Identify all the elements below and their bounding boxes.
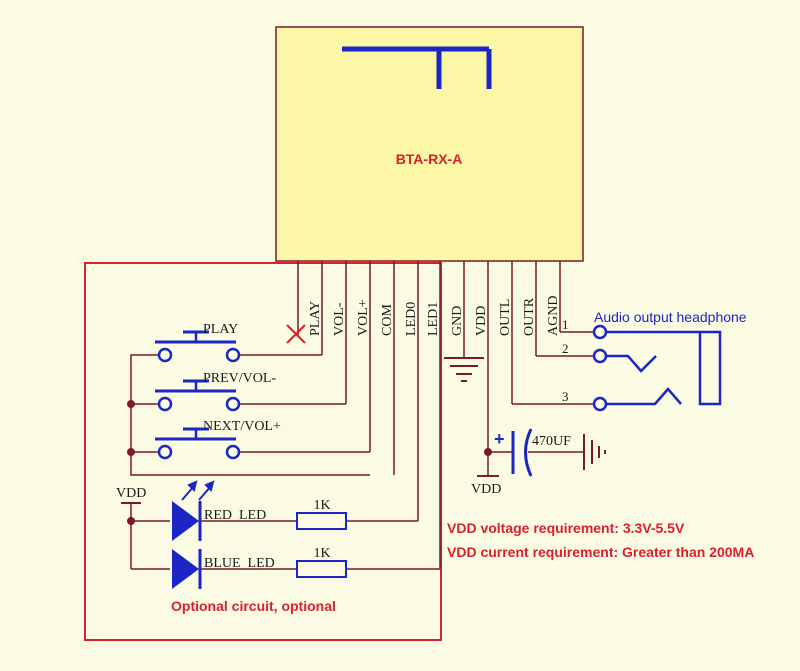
- pin-label-outr: OUTR: [522, 297, 537, 336]
- pin-label-play: PLAY: [308, 301, 323, 336]
- headphone-pin-2: 2: [562, 341, 569, 356]
- antenna-trace: [342, 46, 492, 89]
- led-label-blue: BLUE LED: [204, 556, 275, 571]
- ground-symbol: [444, 357, 484, 382]
- module-block: [275, 26, 584, 262]
- pin-label-led1: LED1: [426, 302, 441, 336]
- vdd-label-led: VDD: [116, 486, 146, 501]
- optional-circuit-note: Optional circuit, optional: [171, 598, 336, 614]
- junction-dot: [484, 448, 492, 456]
- pin-label-vol-minus: VOL-: [332, 302, 347, 336]
- junction-dot: [127, 517, 135, 525]
- led-wiring: [121, 502, 440, 570]
- headphone-title: Audio output headphone: [594, 309, 747, 325]
- pin-label-vol-plus: VOL+: [356, 299, 371, 336]
- resistor-red: [296, 512, 347, 530]
- button-label-play: PLAY: [203, 322, 238, 337]
- pin-label-agnd: AGND: [546, 296, 561, 336]
- led-light-arrows: [181, 480, 215, 501]
- capacitor-polarity: +: [494, 429, 505, 449]
- pin-label-com: COM: [380, 304, 395, 336]
- pin-labels: PLAY VOL- VOL+ COM LED0 LED1 GND VDD OUT…: [308, 296, 561, 336]
- push-button-prev-vol: [155, 379, 241, 412]
- pin-label-vdd: VDD: [474, 306, 489, 336]
- pin-label-outl: OUTL: [498, 299, 513, 336]
- module-name: BTA-RX-A: [396, 151, 463, 167]
- headphone-pin-1: 1: [562, 317, 569, 332]
- junction-dot: [127, 400, 135, 408]
- button-label-prev-vol: PREV/VOL-: [203, 371, 276, 386]
- headphone-wiring: [512, 331, 594, 405]
- optional-circuit-frame: [84, 262, 442, 641]
- no-connect-mark: [286, 324, 306, 344]
- pin-label-gnd: GND: [450, 306, 465, 336]
- capacitor-ground-symbol: [583, 434, 606, 470]
- red-led-symbol: [172, 501, 202, 541]
- pin-leads: [297, 261, 561, 569]
- push-button-next-vol: [155, 427, 241, 460]
- capacitor-470uf: [511, 428, 533, 477]
- headphone-pin-3: 3: [562, 389, 569, 404]
- blue-led-symbol: [172, 549, 202, 589]
- button-wiring: [130, 354, 370, 476]
- pin-label-led0: LED0: [404, 302, 419, 336]
- vdd-current-note: VDD current requirement: Greater than 20…: [447, 544, 754, 560]
- led-label-red: RED LED: [204, 508, 266, 523]
- resistor-value-red: 1K: [313, 498, 330, 513]
- resistor-blue: [296, 560, 347, 578]
- push-button-play: [155, 330, 241, 363]
- headphone-jack-symbol: [592, 324, 722, 412]
- button-label-next-vol: NEXT/VOL+: [203, 419, 281, 434]
- vdd-label-capacitor: VDD: [471, 482, 501, 497]
- resistor-value-blue: 1K: [313, 546, 330, 561]
- vdd-voltage-note: VDD voltage requirement: 3.3V-5.5V: [447, 520, 685, 536]
- capacitor-value: 470UF: [532, 434, 571, 449]
- junction-dot: [127, 448, 135, 456]
